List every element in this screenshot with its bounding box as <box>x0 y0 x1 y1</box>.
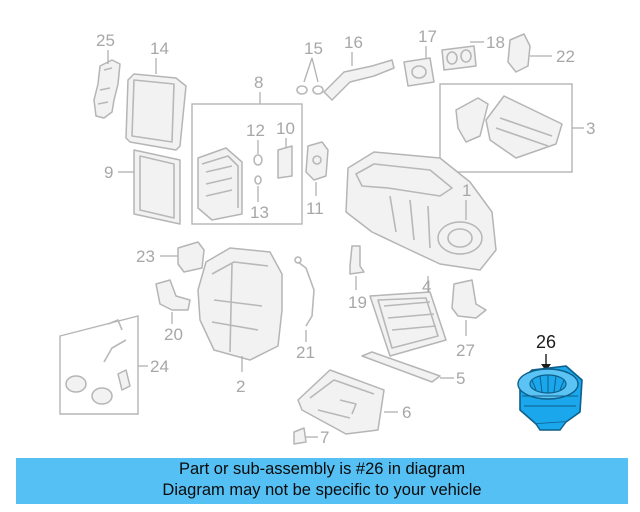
part-18-grommet: 18 <box>441 33 505 71</box>
part-15-orings: 15 <box>296 39 324 95</box>
label-4: 4 <box>422 277 431 296</box>
label-22: 22 <box>556 47 575 66</box>
part-9-filter: 9 <box>104 149 181 225</box>
part-21-cable: 21 <box>294 256 315 362</box>
label-11: 11 <box>306 199 324 218</box>
part-2-case: 2 <box>197 247 283 396</box>
label-1: 1 <box>462 181 471 200</box>
part-19-sensor: 19 <box>348 245 367 312</box>
part-3-duct-box: 3 <box>439 83 595 173</box>
label-15: 15 <box>304 39 323 58</box>
part-26-blower-motor: 26 <box>517 332 583 431</box>
label-23: 23 <box>136 247 155 266</box>
label-6: 6 <box>402 403 411 422</box>
label-20: 20 <box>164 325 183 344</box>
part-5-seal: 5 <box>361 351 465 388</box>
part-16-pipe: 16 <box>323 33 395 101</box>
part-17-grommet: 17 <box>403 27 437 87</box>
part-25-bracket: 25 <box>93 31 121 119</box>
label-10: 10 <box>276 119 295 138</box>
label-26: 26 <box>536 332 556 352</box>
part-20-actuator-motor: 20 <box>155 279 191 344</box>
label-8: 8 <box>254 73 263 92</box>
part-7-clip: 7 <box>293 427 329 447</box>
label-24: 24 <box>150 357 169 376</box>
label-3: 3 <box>586 119 595 138</box>
label-9: 9 <box>104 163 113 182</box>
part-23-actuator: 23 <box>136 241 205 273</box>
label-13: 13 <box>250 203 269 222</box>
part-27-resistor: 27 <box>451 279 487 360</box>
label-2: 2 <box>236 377 245 396</box>
part-14-core: 14 <box>125 39 187 151</box>
part-8-evaporator-box: 8 12 13 10 <box>191 73 303 225</box>
part-24-box: 24 <box>59 315 169 415</box>
label-21: 21 <box>296 343 315 362</box>
fitment-banner: Part or sub-assembly is #26 in diagram D… <box>16 458 628 504</box>
banner-line-1: Part or sub-assembly is #26 in diagram <box>178 460 466 478</box>
label-17: 17 <box>418 27 437 46</box>
label-27: 27 <box>456 341 475 360</box>
label-19: 19 <box>348 293 367 312</box>
part-11-sensor: 11 <box>305 141 329 218</box>
part-6-tray: 6 <box>297 369 411 435</box>
label-12: 12 <box>246 121 265 140</box>
part-22-bracket: 22 <box>507 33 575 73</box>
banner-line-2: Diagram may not be specific to your vehi… <box>162 481 482 499</box>
label-25: 25 <box>96 31 115 50</box>
label-16: 16 <box>344 33 363 52</box>
part-1-housing: 1 <box>345 151 497 271</box>
part-4-cabin-filter: 4 <box>369 276 447 357</box>
label-18: 18 <box>486 33 505 52</box>
label-7: 7 <box>320 428 329 447</box>
label-5: 5 <box>456 369 465 388</box>
label-14: 14 <box>150 39 169 58</box>
